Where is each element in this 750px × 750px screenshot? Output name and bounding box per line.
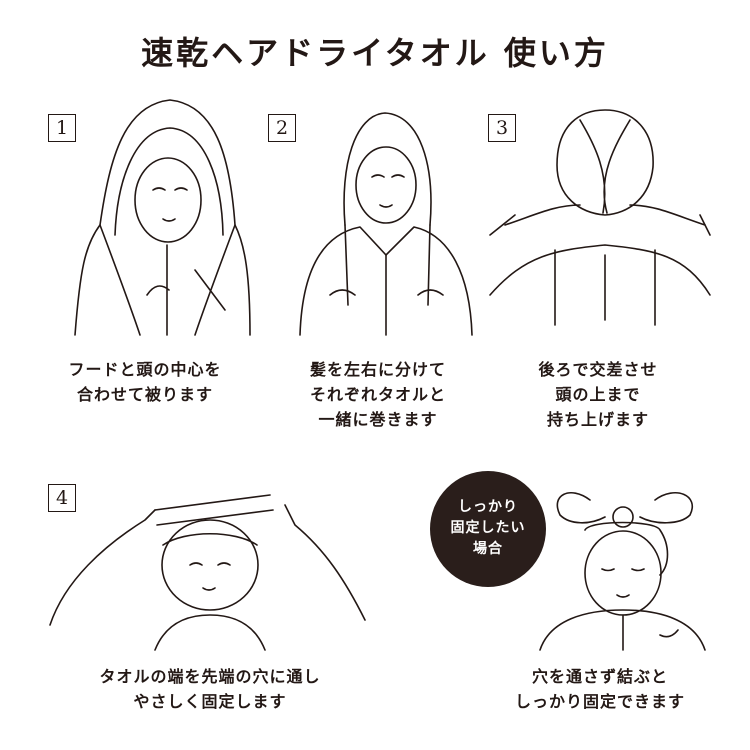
secure-fix-badge: しっかり固定したい場合 xyxy=(430,471,546,587)
step-4-caption: タオルの端を先端の穴に通しやさしく固定します xyxy=(99,667,321,711)
tie-method-caption: 穴を通さず結ぶとしっかり固定できます xyxy=(514,667,685,711)
tied-towel-illustration xyxy=(539,491,706,651)
page-title: 速乾ヘアドライタオル 使い方 xyxy=(141,34,609,72)
step-3-back-illustration xyxy=(489,109,711,326)
step-2-caption: 髪を左右に分けてそれぞれタオルと一緒に巻きます xyxy=(309,360,446,429)
step-1-hood-illustration xyxy=(74,99,251,336)
step-4-number: 4 xyxy=(48,484,76,512)
step-2-hood-illustration xyxy=(299,112,473,336)
step-4-fixing-illustration xyxy=(49,494,366,651)
step-1-number: 1 xyxy=(48,114,76,142)
step-1-caption: フードと頭の中心を合わせて被ります xyxy=(68,360,222,404)
step-3-caption: 後ろで交差させ頭の上まで持ち上げます xyxy=(538,360,658,429)
step-2-number: 2 xyxy=(268,114,296,142)
step-3-number: 3 xyxy=(488,114,516,142)
